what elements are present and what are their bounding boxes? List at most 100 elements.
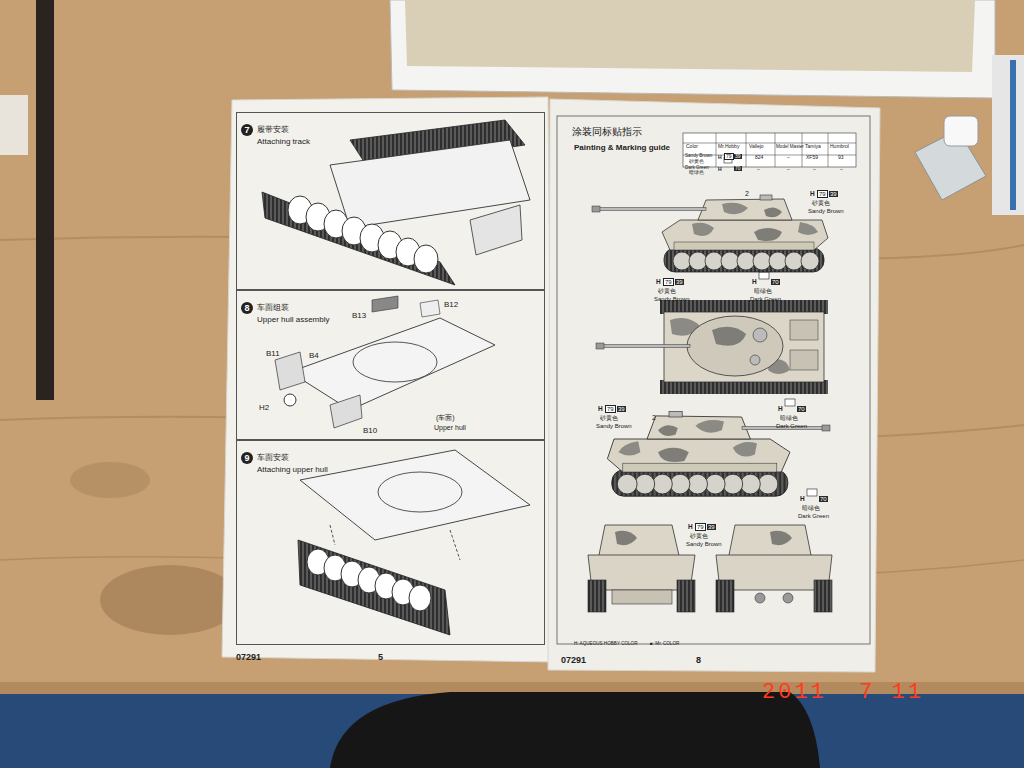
text-holder: (车面) [436, 407, 455, 423]
colour-name: Sandy Brown [596, 423, 632, 429]
text-holder: H [718, 158, 722, 174]
instruction-page: 0729157履带安装Attaching track8车面组装Upper hul… [228, 100, 550, 665]
track-illustration-part [262, 192, 455, 285]
paint-code: 79 [605, 405, 616, 413]
text-holder: 5 [378, 647, 383, 663]
table-surface-part [70, 462, 150, 498]
hull-join-illustration-part [300, 450, 530, 540]
text-holder: H [800, 488, 805, 504]
floor [0, 682, 1024, 768]
colour-table-part [802, 133, 803, 167]
table-cell: – [787, 155, 790, 160]
colour-name: Sandy Brown [808, 208, 844, 214]
text-holder: 车面组装 [257, 297, 289, 313]
text-holder: 79 [817, 183, 828, 199]
track-illustration-part [414, 245, 438, 273]
paint-code: 39 [829, 191, 838, 197]
paint-code: 70 [771, 279, 780, 285]
guide-title-zh: 涂装同标贴指示 [572, 127, 642, 138]
tank-top-view-part [596, 343, 604, 349]
colour-name: 砂黄色 [690, 533, 708, 539]
part-label: B10 [363, 427, 377, 435]
text-holder: H [778, 398, 783, 414]
text-holder: B13 [352, 305, 366, 321]
colour-name: 砂黄色 [600, 415, 618, 421]
text-holder: – [840, 158, 843, 174]
tank-front-view-part [677, 580, 695, 612]
tank-top-view-part [712, 327, 746, 346]
tank-side-view [607, 412, 830, 497]
hull-join-illustration [298, 450, 530, 635]
text-holder: 70 [734, 157, 742, 173]
table-surface-part [100, 565, 240, 635]
colour-table-part [775, 133, 776, 167]
table-cell: 暗绿色 [689, 171, 704, 176]
kit-box-part [405, 0, 975, 72]
page-number: 5 [378, 653, 383, 662]
table-cell: – [840, 167, 843, 172]
table-cell: 824 [755, 155, 763, 160]
kit-box [390, 0, 995, 98]
colour-name: Sandy Brown [686, 541, 722, 547]
table-cell: Vallejo [749, 144, 764, 149]
table-cell: Color [686, 144, 698, 149]
text-holder: 8 [696, 650, 701, 666]
text-holder: H [752, 271, 757, 287]
text-holder: 履带安装 [257, 119, 289, 135]
paint-code: 79 [817, 190, 828, 198]
tank-side-view-part [598, 208, 706, 211]
callout-number: 2 [652, 414, 656, 421]
upper-hull-illustration-part [290, 318, 495, 410]
colour-name: Dark Green [776, 423, 807, 429]
paint-code: H [752, 279, 757, 286]
paint-code: 70 [797, 406, 806, 412]
step-panel: 9车面安装Attaching upper hull [236, 440, 545, 645]
tank-top-view-part [687, 316, 783, 376]
hull-join-illustration-part [409, 585, 431, 611]
tank-front-view-part [615, 531, 637, 545]
tank-front-view [588, 525, 695, 612]
text-holder: Tamiya [805, 135, 821, 151]
step-panel: 7履带安装Attaching track [236, 112, 545, 290]
part-label: B12 [444, 301, 458, 309]
text-holder: – [757, 158, 760, 174]
text-holder: 79 [695, 516, 706, 532]
text-holder: 涂装同标贴指示 [572, 122, 642, 138]
table-cell: Humbrol [830, 144, 849, 149]
step-number: 8 [241, 302, 253, 314]
table-cell: 砂黄色 [689, 160, 704, 165]
tank-front-view-part [612, 590, 672, 604]
paint-code: 39 [617, 406, 626, 412]
text-holder: H2 [259, 397, 269, 413]
text-holder: 2 [652, 407, 656, 423]
paper-sheet [222, 97, 880, 672]
text-holder: Dark Green [685, 156, 709, 172]
colour-code-box-part [785, 399, 795, 406]
text-holder: 车面安装 [257, 447, 289, 463]
table-cell: XF59 [806, 155, 818, 160]
part-label: H2 [259, 404, 269, 412]
text-holder: Mr.Hobby [718, 135, 739, 151]
colour-table-part [716, 133, 717, 167]
paint-code: H [800, 496, 805, 503]
colour-table [683, 133, 856, 167]
paint-code: H [810, 191, 815, 198]
track-illustration-part [470, 205, 522, 255]
step-title-zh: 车面安装 [257, 454, 289, 462]
text-holder: 7 [241, 120, 253, 136]
text-holder: 07291 [236, 647, 261, 663]
text-holder: 07291 [561, 650, 586, 666]
colour-code-box-part [807, 489, 817, 496]
tank-rear-view [716, 525, 832, 612]
colour-table-part [746, 133, 747, 167]
text-holder: Vallejo [749, 135, 764, 151]
floor-part [330, 692, 820, 768]
date-stamp: 2011 7 11 [762, 681, 924, 704]
key-note: H: AQUEOUS HOBBY COLOR [574, 642, 637, 647]
paper-sheet-part [548, 99, 880, 672]
table-cell: 79 [724, 153, 734, 160]
